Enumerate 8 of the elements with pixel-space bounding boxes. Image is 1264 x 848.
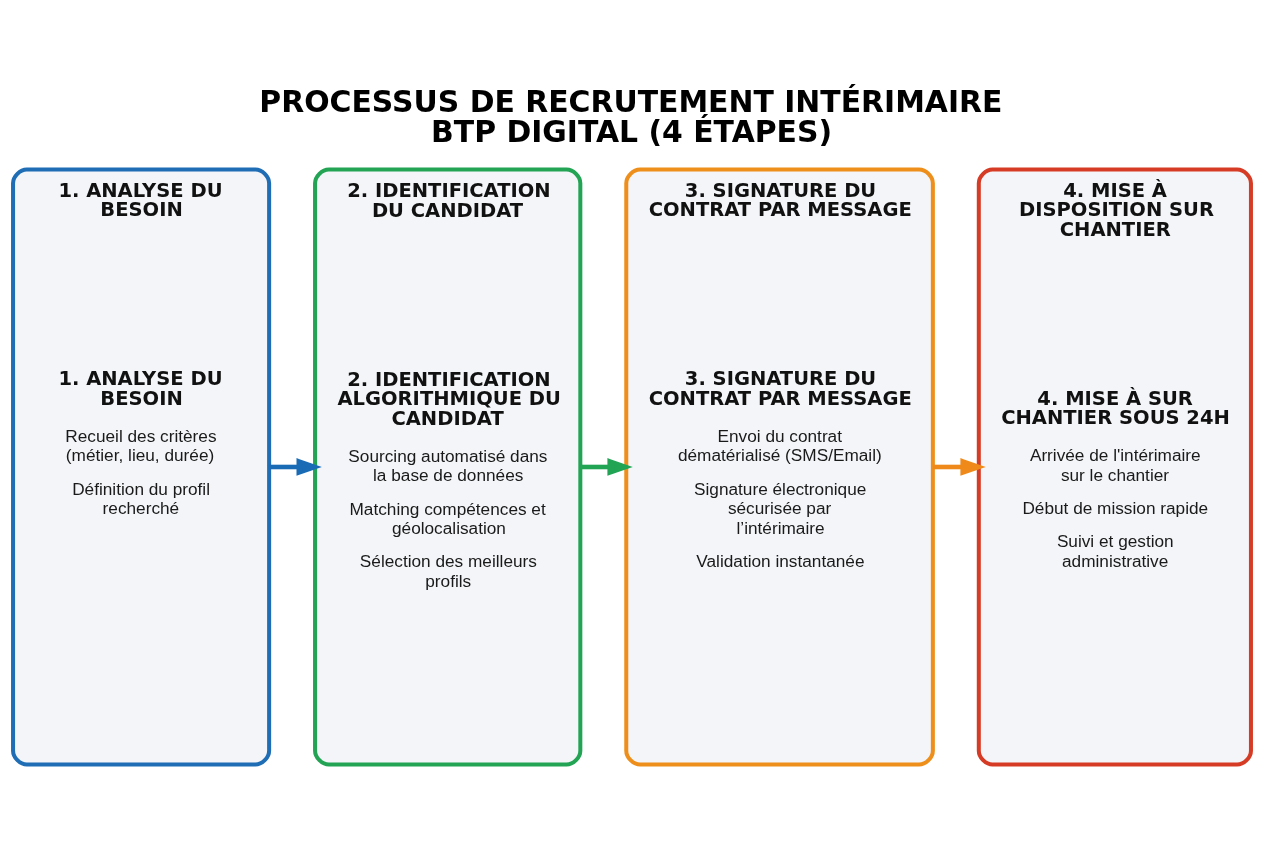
- node-box: 1. ANALYSE DU BESOIN 1. ANALYSE DU BESOIN Recueil des critères (métier, lieu, durée) Définition du profil recherché: [11, 167, 272, 766]
- arrow: [269, 457, 322, 476]
- arrow: [580, 457, 633, 476]
- node-box: 2. IDENTIFICATION DU CANDIDAT 2. IDENTIFICATION ALGORITHMIQUE DU CANDIDAT Sourcing automatisé dans la base de données Matching compétences et géolocalisation Sélection des meilleurs profils: [313, 167, 583, 766]
- diagram-title: PROCESSUS DE RECRUTEMENT INTÉRIMAIRE BTP DIGITAL (4 ÉTAPES): [259, 83, 1003, 149]
- arrow: [933, 457, 986, 476]
- node-box: 4. MISE À DISPOSITION SUR CHANTIER 4. MISE À SUR CHANTIER SOUS 24H Arrivée de l'intérimaire sur le chantier Début de mission rapide Suivi et gestion administrative: [976, 167, 1253, 766]
- node-box: 3. SIGNATURE DU CONTRAT PAR MESSAGE 3. SIGNATURE DU CONTRAT PAR MESSAGE Envoi du contrat dématérialisé (SMS/Email) Signature électronique sécurisée par l’intérimaire Validation instantanée: [624, 167, 935, 766]
